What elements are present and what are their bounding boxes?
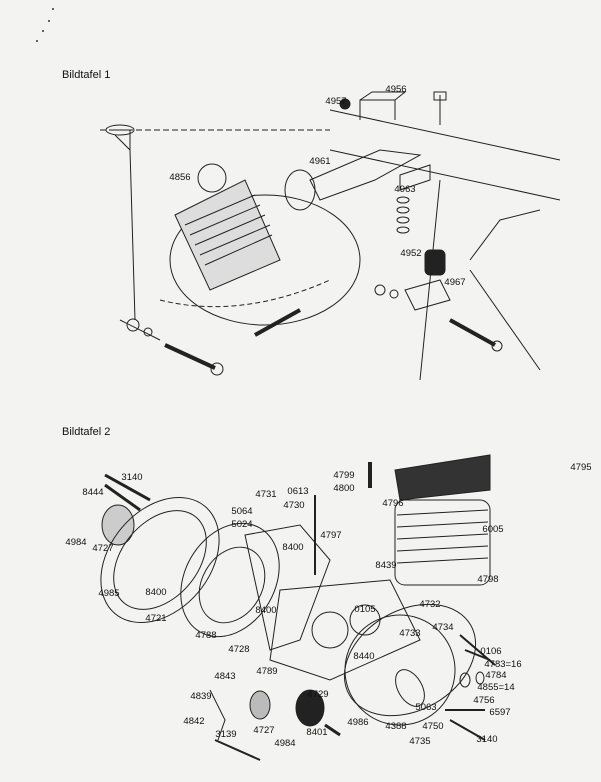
part-number-label: 4727 (253, 725, 275, 736)
part-number-label: 5024 (231, 519, 253, 530)
part-number-label: 4733 (399, 628, 421, 639)
part-number-label: 4799 (333, 470, 355, 481)
part-number-label: 4729 (307, 689, 329, 700)
part-number-label: 4956 (385, 84, 407, 95)
part-number-label: 4985 (98, 588, 120, 599)
part-number-label: 5063 (415, 702, 437, 713)
punch-mark (36, 40, 38, 42)
part-number-label: 4984 (65, 537, 87, 548)
part-number-label: 4963 (394, 184, 416, 195)
figure1-title: Bildtafel 1 (62, 69, 111, 81)
part-number-label: 4952 (400, 248, 422, 259)
part-number-label: 4721 (145, 613, 167, 624)
part-number-label: 4388 (385, 721, 407, 732)
part-number-label: 8400 (145, 587, 167, 598)
part-number-label: 4750 (422, 721, 444, 732)
punch-mark (48, 20, 50, 22)
part-number-label: 4731 (255, 489, 277, 500)
part-number-label: 0106 (480, 646, 502, 657)
part-number-label: 4734 (432, 622, 454, 633)
part-number-label: 4728 (228, 644, 250, 655)
part-number-label: 4961 (309, 156, 331, 167)
part-number-label: 8440 (353, 651, 375, 662)
part-number-label: 4957 (325, 96, 347, 107)
part-number-label: 4967 (444, 277, 466, 288)
part-number-label: 4842 (183, 716, 205, 727)
part-number-label: 4843 (214, 671, 236, 682)
part-number-label: 4839 (190, 691, 212, 702)
part-number-label: 8401 (306, 727, 328, 738)
figure2-title: Bildtafel 2 (62, 426, 111, 438)
part-number-label: 0613 (287, 486, 309, 497)
part-number-label: 4855=14 (477, 682, 515, 693)
part-number-label: 4798 (477, 574, 499, 585)
part-number-label: 4984 (274, 738, 296, 749)
part-number-label: 4788 (195, 630, 217, 641)
part-number-label: 8439 (375, 560, 397, 571)
part-number-label: 3140 (121, 472, 143, 483)
part-number-label: 4732 (419, 599, 441, 610)
part-number-label: 4730 (283, 500, 305, 511)
part-number-label: 4784 (485, 670, 507, 681)
figure2-drawing (100, 454, 496, 761)
part-number-label: 4735 (409, 736, 431, 747)
part-number-label: 4789 (256, 666, 278, 677)
part-number-label: 8444 (82, 487, 104, 498)
part-number-label: 3140 (476, 734, 498, 745)
part-number-label: 6005 (482, 524, 504, 535)
part-number-label: 6597 (489, 707, 511, 718)
part-number-label: 4986 (347, 717, 369, 728)
part-number-label: 8400 (255, 605, 277, 616)
part-number-label: 4727 (92, 543, 114, 554)
part-number-label: 4795 (570, 462, 592, 473)
part-number-label: 8400 (282, 542, 304, 553)
part-number-label: 4856 (169, 172, 191, 183)
part-number-label: 4797 (320, 530, 342, 541)
punch-mark (42, 30, 44, 32)
part-number-label: 4796 (382, 498, 404, 509)
part-number-label: 0105 (354, 604, 376, 615)
part-number-label: 4756 (473, 695, 495, 706)
punch-mark (52, 8, 54, 10)
part-number-label: 4783=16 (484, 659, 522, 670)
figure1-drawing (100, 91, 561, 381)
part-number-label: 5064 (231, 506, 253, 517)
part-number-label: 3139 (215, 729, 237, 740)
part-number-label: 4800 (333, 483, 355, 494)
